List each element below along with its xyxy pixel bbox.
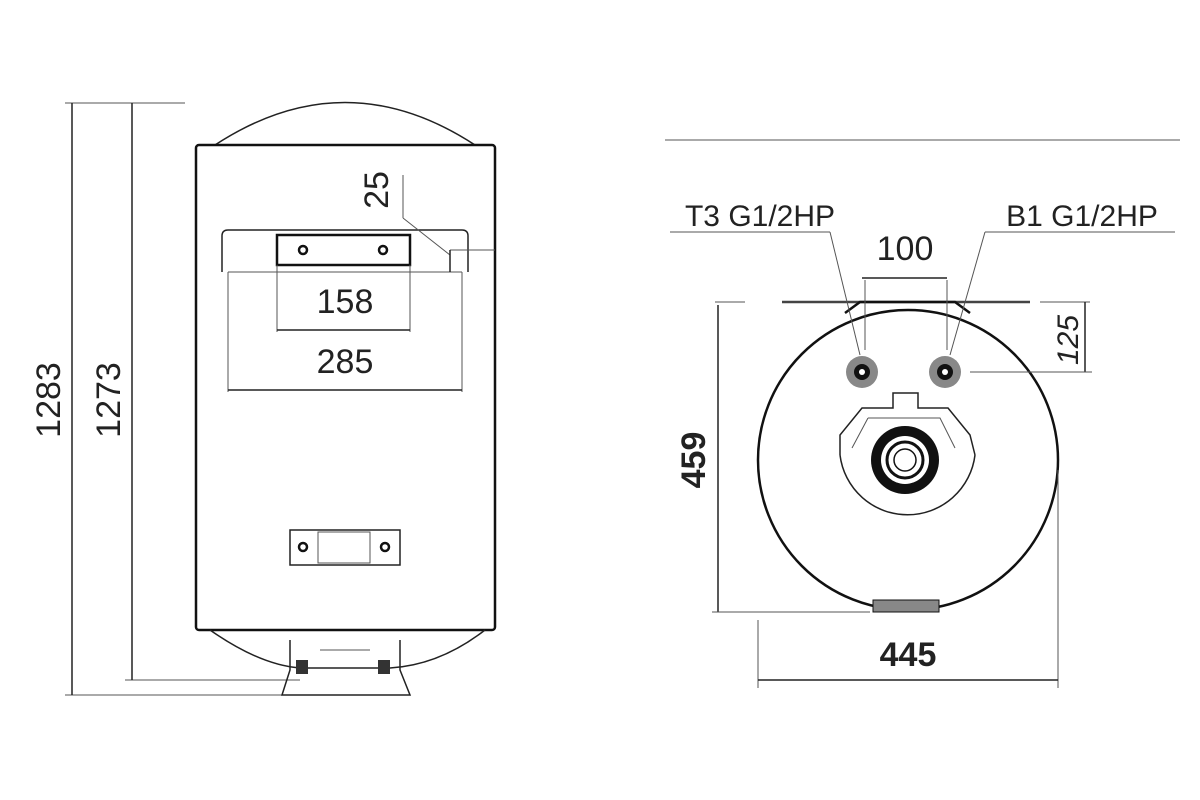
dim-100-label: 100: [877, 230, 934, 268]
side-view: 1283 1273 158 285 25: [30, 101, 497, 696]
flange-arc: [839, 454, 976, 516]
bottom-dome: [209, 629, 486, 669]
mounting-plate: [275, 233, 412, 267]
dim-158-label: 158: [317, 283, 374, 321]
bottom-fittings: [280, 640, 412, 696]
lower-bracket: [289, 529, 401, 566]
dim-25-label: 25: [358, 171, 396, 209]
bottom-bracket: [872, 599, 940, 613]
t3-pipe-label: T3 G1/2HP: [685, 200, 835, 233]
dim-445-label: 445: [880, 636, 937, 674]
top-dome: [214, 101, 476, 146]
dim-1283-label: 1283: [30, 362, 68, 438]
dim-125-label: 125: [1052, 315, 1085, 365]
dim-1273-label: 1273: [90, 362, 128, 438]
heating-element-cover: [839, 392, 976, 456]
tank-body: [194, 143, 497, 632]
dim-459-label: 459: [675, 432, 713, 489]
dim-285-label: 285: [317, 343, 374, 381]
b1-pipe-label: B1 G1/2HP: [1006, 200, 1158, 233]
wall-bracket: [221, 229, 469, 272]
top-view: 459 445 125 100 T3 G1/2HP B1 G1/2HP: [665, 139, 1180, 688]
